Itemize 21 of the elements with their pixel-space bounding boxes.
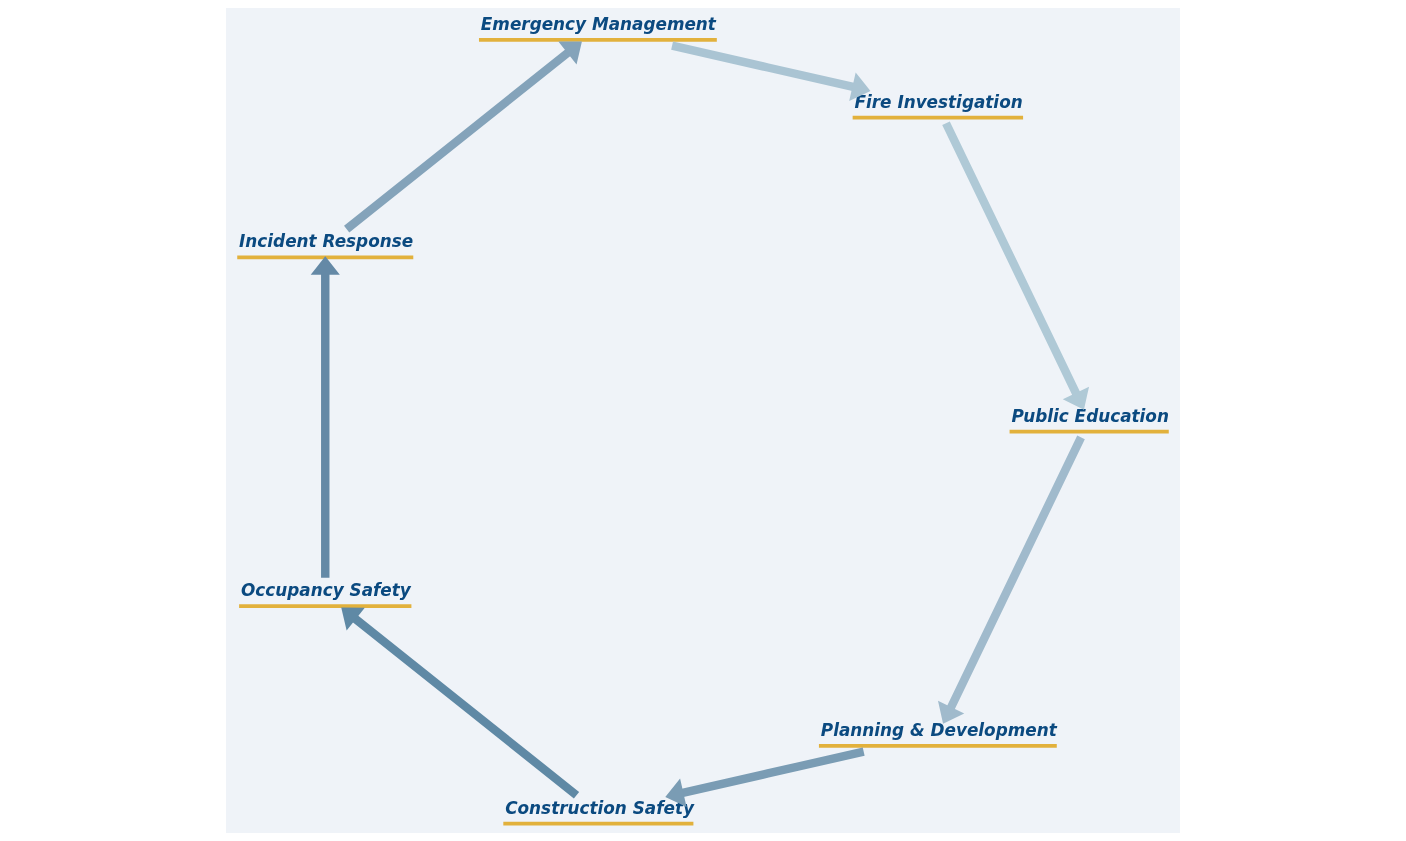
node-label: Planning & Development — [820, 719, 1057, 740]
node-box — [239, 604, 412, 608]
node-box — [1009, 429, 1169, 434]
arrow — [665, 747, 865, 807]
node-label: Fire Investigation — [854, 91, 1023, 112]
arrow — [310, 256, 340, 578]
node-box — [503, 821, 694, 826]
arrow — [942, 121, 1090, 410]
node-label: Occupancy Safety — [240, 580, 411, 601]
node-box — [852, 115, 1024, 120]
node-box — [478, 38, 717, 42]
node-label: Public Education — [1011, 405, 1169, 426]
arrow — [671, 41, 871, 102]
arrow — [341, 607, 580, 799]
node-label: Construction Safety — [505, 797, 695, 818]
arrow — [938, 435, 1085, 724]
arrow — [344, 41, 582, 233]
node-box — [237, 255, 414, 260]
node-label: Emergency Management — [480, 14, 716, 35]
node-box — [818, 744, 1057, 748]
node-label: Incident Response — [239, 231, 414, 252]
